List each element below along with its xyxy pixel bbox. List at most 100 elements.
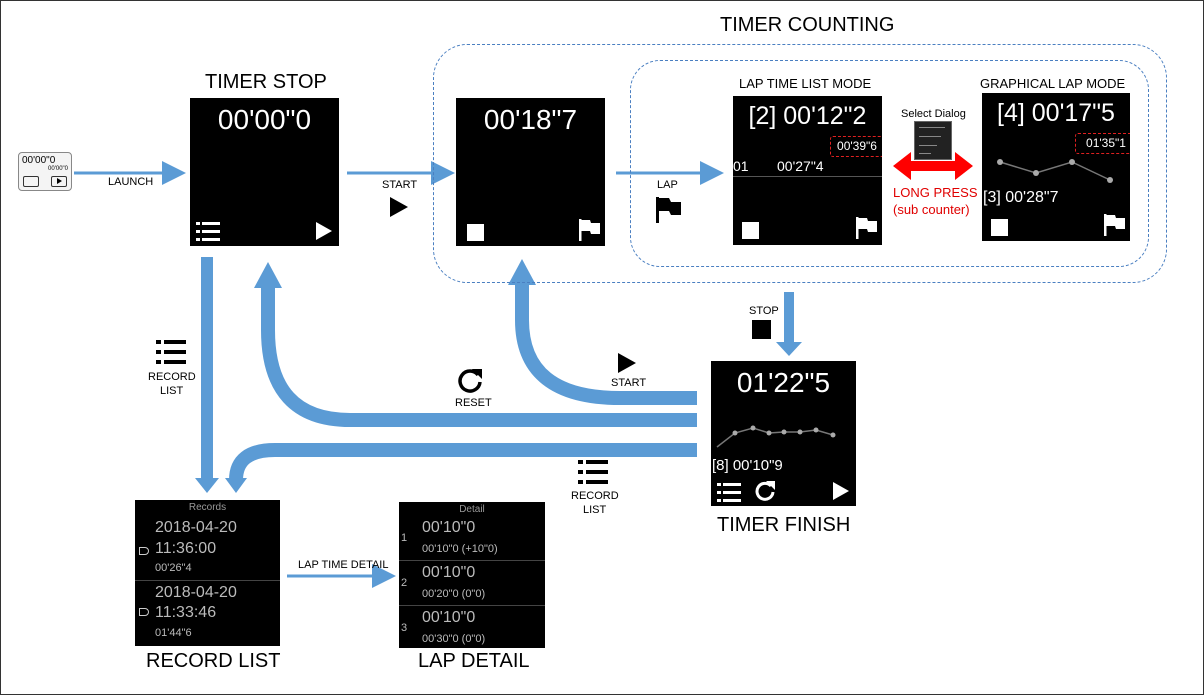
detail-total: 00'20"0 (0"0) bbox=[422, 588, 486, 600]
detail-total: 00'10"0 (+10"0) bbox=[422, 543, 498, 555]
timer-stop-time: 00'00"0 bbox=[217, 104, 312, 135]
flag-icon[interactable] bbox=[578, 218, 602, 242]
reset-label: RESET bbox=[455, 397, 492, 409]
record-list-screen: Records 2018-04-20 11:36:00 00'26"4 2018… bbox=[135, 500, 280, 646]
list-icon[interactable] bbox=[716, 481, 742, 503]
finish-time: 01'22"5 bbox=[736, 367, 831, 398]
finish-lap-label: [8] 00'10"9 bbox=[712, 457, 783, 474]
stop-icon[interactable] bbox=[467, 224, 484, 241]
flag-icon bbox=[656, 197, 681, 223]
timer-finish-title: TIMER FINISH bbox=[717, 514, 851, 536]
record-item[interactable]: 2018-04-20 11:33:46 01'44"6 bbox=[135, 580, 280, 646]
launch-label: LAUNCH bbox=[108, 176, 154, 188]
detail-num: 1 bbox=[401, 532, 408, 544]
detail-divider bbox=[399, 560, 545, 561]
play-icon[interactable] bbox=[833, 482, 849, 500]
lap-graph bbox=[997, 159, 1113, 183]
detail-item: 1 00'10"0 00'10"0 (+10"0) bbox=[399, 516, 545, 560]
record-divider bbox=[135, 580, 280, 581]
detail-lap: 00'10"0 bbox=[422, 519, 476, 536]
flag-icon[interactable] bbox=[855, 216, 879, 240]
detail-divider bbox=[399, 605, 545, 606]
record-list-label-b: LIST bbox=[160, 385, 184, 397]
record-list2-label-b: LIST bbox=[583, 504, 607, 516]
long-press-arrow-shaft bbox=[909, 161, 957, 171]
record-date: 2018-04-20 bbox=[155, 519, 237, 536]
detail-num: 2 bbox=[401, 577, 408, 589]
finish-to-records-arrow bbox=[229, 443, 697, 481]
record-date: 2018-04-20 bbox=[155, 584, 237, 601]
record-item[interactable]: 2018-04-20 11:36:00 00'26"4 bbox=[135, 514, 280, 580]
lap-row-divider bbox=[733, 176, 882, 177]
flag-icon[interactable] bbox=[1103, 213, 1127, 237]
lap-row-time: 00'27"4 bbox=[777, 158, 824, 174]
detail-lap: 00'10"0 bbox=[422, 564, 476, 581]
stop-icon bbox=[752, 320, 771, 339]
long-press-label-b: (sub counter) bbox=[893, 202, 970, 217]
timer-stop-title: TIMER STOP bbox=[205, 71, 327, 93]
select-dialog-thumbnail bbox=[914, 121, 952, 160]
long-press-label-a: LONG PRESS bbox=[893, 185, 978, 200]
record-list-arrow-head bbox=[195, 478, 219, 493]
detail-header: Detail bbox=[459, 504, 485, 515]
play-icon bbox=[51, 176, 67, 187]
record-time: 11:33:46 bbox=[155, 604, 217, 621]
timer-counting-title: TIMER COUNTING bbox=[720, 14, 895, 36]
record-time: 11:36:00 bbox=[155, 540, 217, 557]
graphical-lap-screen: [4] 00'17"5 01'35"1 [3] 00'28"7 bbox=[982, 93, 1130, 241]
graphical-lap-mode-title: GRAPHICAL LAP MODE bbox=[980, 76, 1126, 91]
play-icon bbox=[618, 353, 636, 373]
select-dialog-label: Select Dialog bbox=[901, 108, 966, 120]
play-icon[interactable] bbox=[316, 222, 332, 240]
list-icon bbox=[23, 176, 39, 187]
record-list2-label-a: RECORD bbox=[571, 490, 619, 502]
stop-arrow-head bbox=[776, 342, 802, 356]
stop-icon[interactable] bbox=[742, 222, 759, 239]
detail-lap: 00'10"0 bbox=[422, 609, 476, 626]
lap-modes-group bbox=[630, 60, 1149, 267]
stop-arrow-shaft bbox=[784, 292, 794, 342]
stop-label: STOP bbox=[749, 305, 779, 317]
play-icon bbox=[390, 197, 408, 217]
timer-stop-screen: 00'00"0 bbox=[190, 98, 339, 246]
graph-time: [4] 00'17"5 bbox=[997, 99, 1115, 127]
graph-lap-label: [3] 00'28"7 bbox=[983, 189, 1059, 206]
finish-lap-graph bbox=[716, 425, 836, 448]
record-list-title: RECORD LIST bbox=[146, 650, 281, 672]
lap-time-detail-label: LAP TIME DETAIL bbox=[298, 559, 389, 571]
restart-arrow bbox=[515, 282, 697, 405]
reset-arrow bbox=[261, 285, 697, 427]
timer-finish-screen: 01'22"5 [8] 00'10"9 bbox=[711, 361, 856, 506]
app-icon-subtime: 00'00"0 bbox=[48, 166, 68, 172]
detail-num: 3 bbox=[401, 622, 408, 634]
records-header: Records bbox=[188, 502, 227, 513]
lap-list-mode-title: LAP TIME LIST MODE bbox=[739, 76, 872, 91]
counting-time: 00'18"7 bbox=[483, 104, 578, 135]
record-list-arrow-shaft bbox=[201, 257, 213, 479]
tag-icon bbox=[139, 547, 149, 555]
timer-counting-group bbox=[433, 44, 1167, 283]
tag-icon bbox=[139, 608, 149, 616]
reset-icon[interactable] bbox=[753, 479, 777, 503]
detail-item: 2 00'10"0 00'20"0 (0"0) bbox=[399, 561, 545, 605]
list-icon bbox=[578, 460, 608, 484]
start2-label: START bbox=[611, 377, 647, 389]
lap-detail-screen: Detail 1 00'10"0 00'10"0 (+10"0) 2 00'10… bbox=[399, 502, 545, 648]
lap-list-subcounter: 00'39"6 bbox=[830, 136, 882, 157]
app-icon-time: 00'00"0 bbox=[22, 155, 56, 166]
app-launcher-icon[interactable]: 00'00"0 00'00"0 bbox=[18, 152, 72, 191]
list-icon bbox=[156, 340, 186, 364]
stop-icon[interactable] bbox=[991, 219, 1008, 236]
record-duration: 00'26"4 bbox=[155, 562, 192, 574]
detail-item: 3 00'10"0 00'30"0 (0"0) bbox=[399, 606, 545, 648]
lap-label: LAP bbox=[657, 179, 678, 191]
lap-detail-title: LAP DETAIL bbox=[418, 650, 530, 672]
lap-row-number: 01 bbox=[733, 158, 749, 174]
start-label: START bbox=[382, 179, 418, 191]
record-list-label-a: RECORD bbox=[148, 371, 196, 383]
record-duration: 01'44"6 bbox=[155, 627, 192, 639]
list-icon[interactable] bbox=[195, 220, 221, 242]
detail-total: 00'30"0 (0"0) bbox=[422, 633, 486, 645]
lap-list-time: [2] 00'12"2 bbox=[748, 102, 867, 130]
